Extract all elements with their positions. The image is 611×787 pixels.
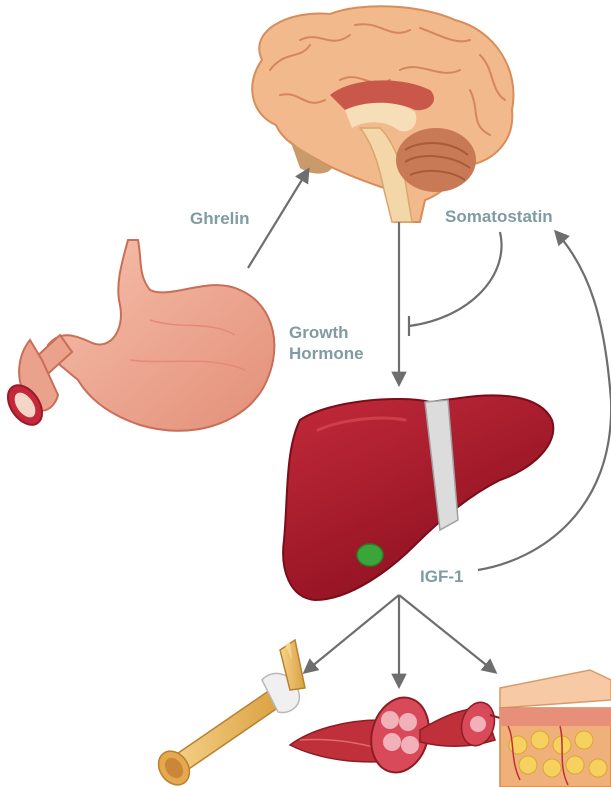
somatostatin-label: Somatostatin	[445, 206, 553, 227]
ghrelin-arrow	[248, 170, 308, 268]
somatostatin-inhibition-arc	[409, 232, 502, 326]
growth-hormone-label-line1: Growth	[289, 322, 349, 343]
skin-tissue-illustration	[500, 670, 611, 787]
ghrelin-label: Ghrelin	[190, 208, 250, 229]
growth-hormone-label-line2: Hormone	[289, 343, 364, 364]
bone-illustration	[152, 640, 305, 787]
igf1-label: IGF-1	[420, 566, 463, 587]
liver-illustration	[283, 395, 553, 600]
stomach-illustration	[1, 240, 274, 431]
liver-to-skin-arrow	[399, 595, 495, 672]
muscle-illustration	[290, 691, 500, 779]
liver-to-bone-arrow	[305, 595, 399, 672]
brain-illustration	[252, 6, 513, 222]
